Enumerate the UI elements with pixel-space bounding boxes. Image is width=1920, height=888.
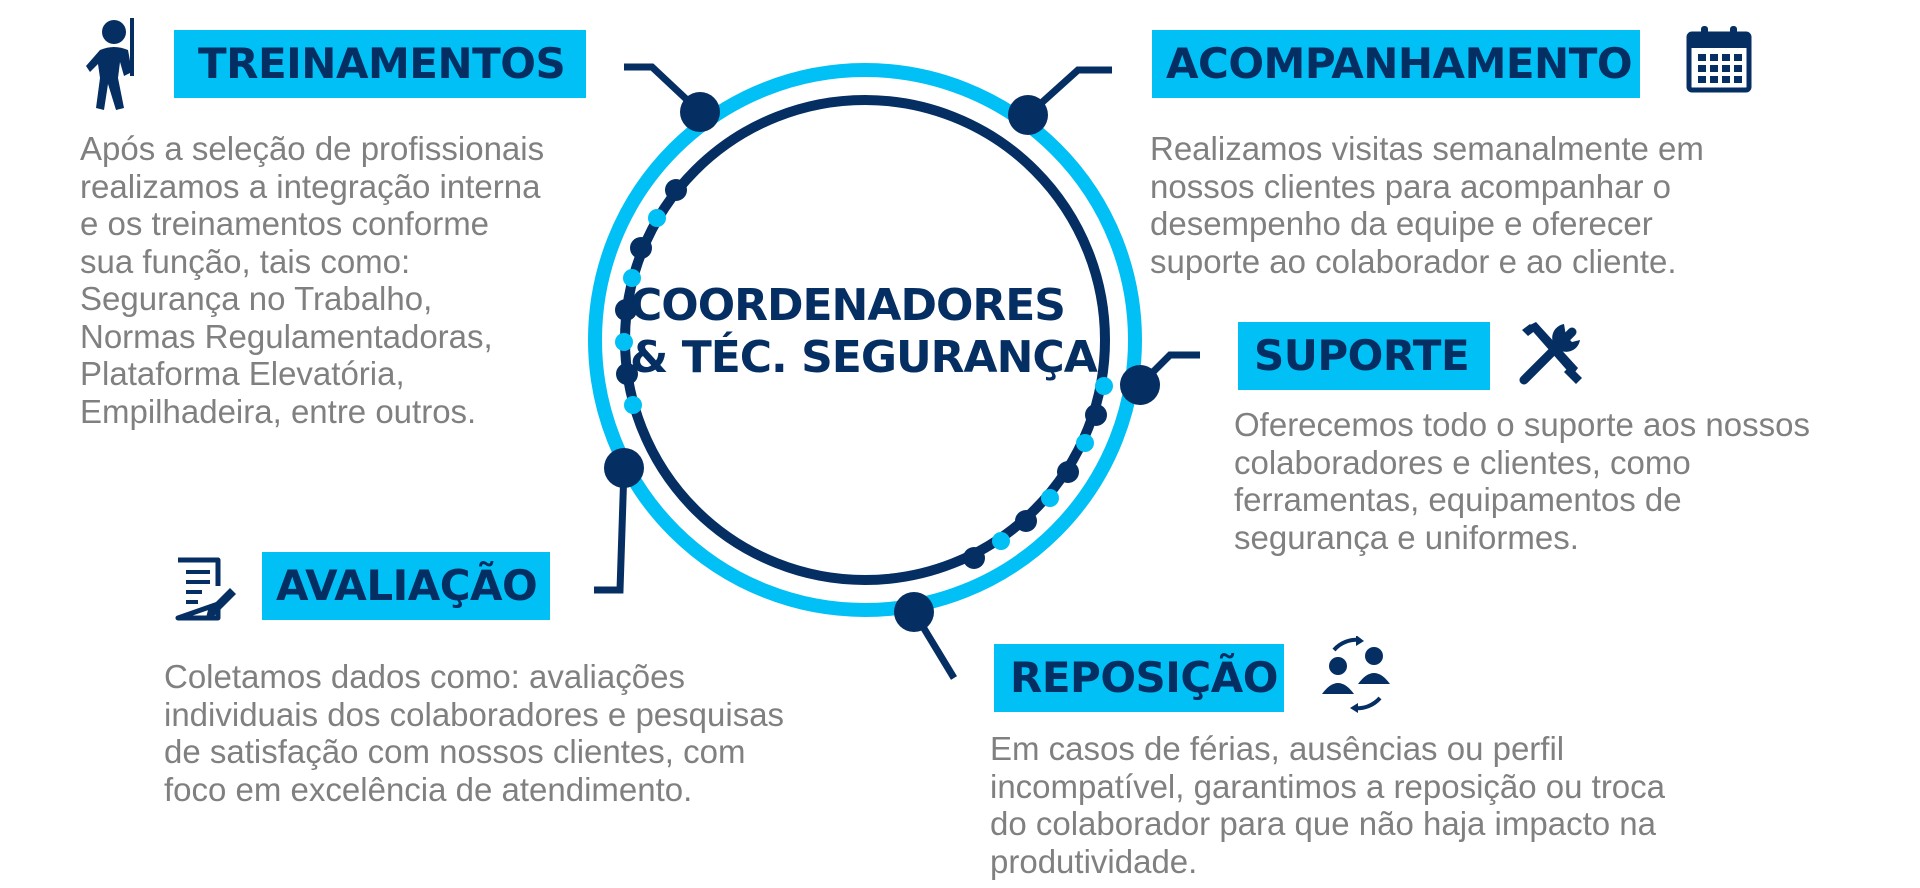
reposicao-line-4: produtividade. — [990, 842, 1198, 880]
center-title-line-2: & TÉC. SEGURANÇA — [630, 332, 1098, 383]
treinamentos-line-5: Segurança no Trabalho, — [80, 280, 433, 317]
reposicao-label: REPOSIÇÃO — [994, 644, 1284, 712]
acompanhamento-line-1: Realizamos visitas semanalmente em — [1150, 130, 1704, 167]
acompanhamento-line-3: desempenho da equipe e oferecer — [1150, 205, 1653, 242]
avaliacao-line-1: Coletamos dados como: avaliações — [164, 658, 685, 695]
suporte-line-4: segurança e uniformes. — [1234, 518, 1579, 556]
suporte-line-2: colaboradores e clientes, como — [1234, 443, 1691, 481]
avaliacao-line-4: foco em excelência de atendimento. — [164, 770, 693, 808]
reposicao-line-3: do colaborador para que não haja impacto… — [990, 805, 1656, 842]
suporte-line-1: Oferecemos todo o suporte aos nossos — [1234, 406, 1810, 443]
connector-reposicao — [894, 592, 957, 680]
treinamentos-line-1: Após a seleção de profissionais — [80, 130, 545, 167]
treinamentos-description: Após a seleção de profissionais realizam… — [80, 130, 544, 430]
center-title: COORDENADORES & TÉC. SEGURANÇA — [630, 280, 1100, 384]
avaliacao-label: AVALIAÇÃO — [262, 552, 550, 620]
reposicao-description: Em casos de férias, ausências ou perfil … — [990, 730, 1665, 880]
acompanhamento-label: ACOMPANHAMENTO — [1152, 30, 1640, 98]
treinamentos-label: TREINAMENTOS — [174, 30, 586, 98]
treinamentos-line-4: sua função, tais como: — [80, 242, 411, 280]
reposicao-line-1: Em casos de férias, ausências ou perfil — [990, 730, 1565, 767]
treinamentos-line-8: Empilhadeira, entre outros. — [80, 392, 477, 430]
chain-right — [963, 377, 1113, 569]
treinamentos-line-7: Plataforma Elevatória, — [80, 355, 405, 392]
avaliacao-line-2: individuais dos colaboradores e pesquisa… — [164, 695, 785, 733]
connector-acompanhamento — [1008, 66, 1112, 135]
treinamentos-line-2: realizamos a integração interna — [80, 167, 541, 205]
treinamentos-line-3: e os treinamentos conforme — [80, 205, 490, 242]
connector-avaliacao — [594, 448, 644, 594]
treinamentos-line-6: Normas Regulamentadoras, — [80, 317, 493, 355]
suporte-description: Oferecemos todo o suporte aos nossos col… — [1234, 406, 1810, 556]
avaliacao-description: Coletamos dados como: avaliações individ… — [164, 658, 784, 808]
acompanhamento-line-2: nossos clientes para acompanhar o — [1150, 167, 1671, 205]
harness-worker-icon — [84, 16, 148, 120]
connector-suporte — [1120, 351, 1200, 405]
users-swap-icon — [1316, 635, 1398, 718]
center-title-line-1: COORDENADORES — [630, 280, 1066, 331]
chain-left — [615, 179, 687, 414]
form-edit-icon — [172, 556, 240, 628]
suporte-label: SUPORTE — [1238, 322, 1490, 390]
outer-ring — [588, 63, 1142, 617]
acompanhamento-description: Realizamos visitas semanalmente em nosso… — [1150, 130, 1704, 280]
suporte-line-3: ferramentas, equipamentos de — [1234, 481, 1682, 518]
acompanhamento-line-4: suporte ao colaborador e ao cliente. — [1150, 242, 1677, 280]
connector-treinamentos — [624, 63, 720, 132]
calendar-icon — [1686, 24, 1752, 98]
reposicao-line-2: incompatível, garantimos a reposição ou … — [990, 767, 1666, 805]
tools-icon — [1516, 318, 1586, 392]
avaliacao-line-3: de satisfação com nossos clientes, com — [164, 733, 746, 770]
